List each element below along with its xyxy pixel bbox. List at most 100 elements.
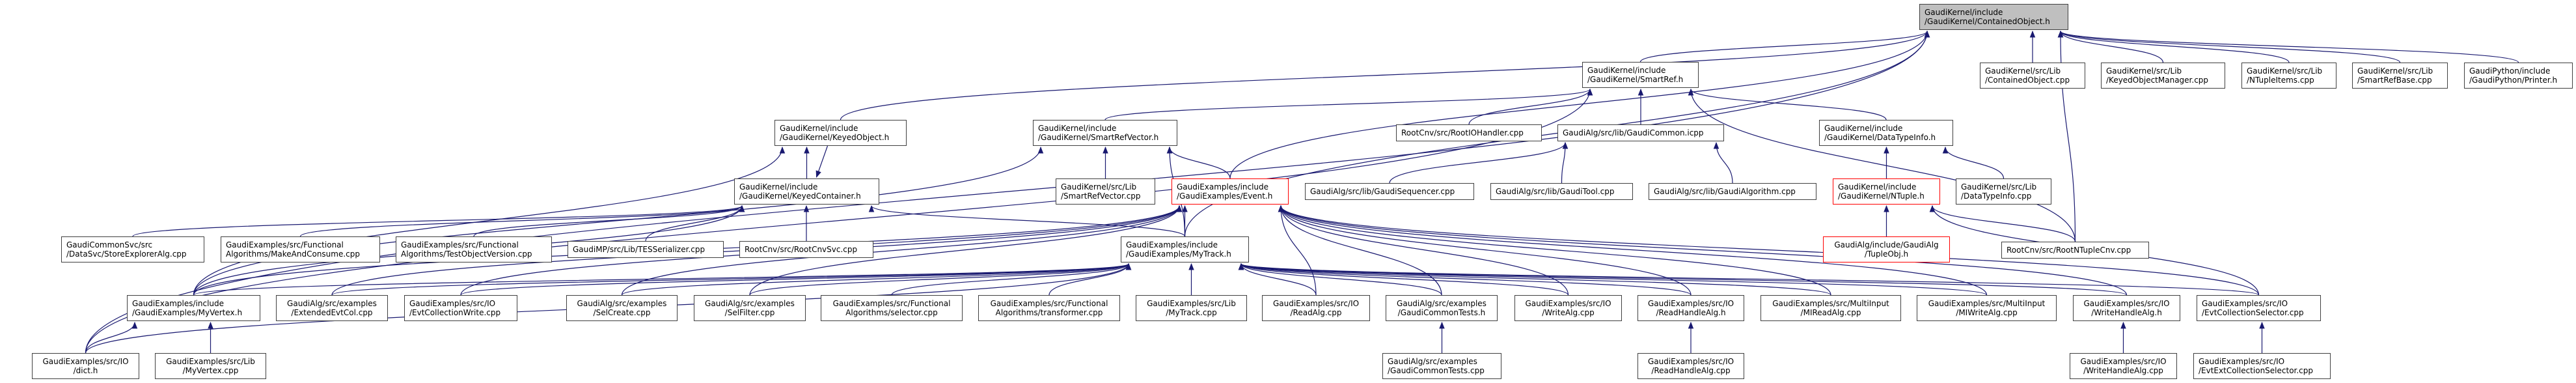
node-containedobject-h[interactable]: GaudiKernel/include/GaudiKernel/Containe… bbox=[1919, 4, 2068, 30]
node-label-line: GaudiKernel/include bbox=[1824, 124, 1903, 133]
node-gaudicommontests-h[interactable]: GaudiAlg/src/examples/GaudiCommonTests.h bbox=[1386, 295, 1498, 321]
node-mytrack-cpp[interactable]: GaudiExamples/src/Lib/MyTrack.cpp bbox=[1136, 295, 1247, 321]
node-label-line: /SmartRefVector.cpp bbox=[1061, 192, 1141, 201]
node-label-line: /GaudiKernel/NTuple.h bbox=[1838, 192, 1925, 201]
node-tesserializer-cpp[interactable]: GaudiMP/src/Lib/TESSerializer.cpp bbox=[568, 241, 724, 258]
node-label-line: GaudiAlg/src/lib/GaudiTool.cpp bbox=[1496, 187, 1615, 196]
node-writealg-cpp[interactable]: GaudiExamples/src/IO/WriteAlg.cpp bbox=[1514, 295, 1622, 321]
node-label-line: /MIWriteAlg.cpp bbox=[1956, 308, 2018, 317]
edge-keyedobjectmanager-cpp-to-containedobject-h bbox=[2057, 30, 2164, 63]
edge-rootiohandler-cpp-to-smartref-h bbox=[1468, 88, 1593, 125]
node-label-line: GaudiExamples/src/Functional bbox=[990, 299, 1108, 308]
node-label-line: /ReadHandleAlg.cpp bbox=[1651, 366, 1731, 375]
node-printer-h[interactable]: GaudiPython/include/GaudiPython/Printer.… bbox=[2464, 63, 2573, 89]
edge-smartref-h-to-containedobject-h bbox=[1639, 30, 1930, 63]
node-selcreate-cpp[interactable]: GaudiAlg/src/examples/SelCreate.cpp bbox=[566, 295, 678, 321]
node-label-line: /DataTypeInfo.cpp bbox=[1961, 192, 2032, 201]
node-smartrefvector-h[interactable]: GaudiKernel/include/GaudiKernel/SmartRef… bbox=[1033, 120, 1177, 146]
edge-rootntuplecnv-cpp-to-smartref-h bbox=[1688, 88, 2076, 242]
node-gaudicommon-icpp[interactable]: GaudiAlg/src/lib/GaudiCommon.icpp bbox=[1557, 124, 1724, 141]
node-tupleobj-h[interactable]: GaudiAlg/include/GaudiAlg/TupleObj.h bbox=[1823, 236, 1950, 262]
edge-gaudicommontests-h-to-event-h bbox=[1278, 205, 1442, 296]
node-label-line: GaudiExamples/src/IO bbox=[2080, 357, 2167, 366]
node-event-h[interactable]: GaudiExamples/include/GaudiExamples/Even… bbox=[1172, 178, 1289, 205]
node-selfilter-cpp[interactable]: GaudiAlg/src/examples/SelFilter.cpp bbox=[694, 295, 806, 321]
node-gauditool-cpp[interactable]: GaudiAlg/src/lib/GaudiTool.cpp bbox=[1490, 183, 1633, 200]
node-label-line: GaudiExamples/src/Functional bbox=[832, 299, 951, 308]
node-myvertex-h[interactable]: GaudiExamples/include/GaudiExamples/MyVe… bbox=[127, 295, 260, 321]
node-label-line: /GaudiCommonTests.h bbox=[1397, 308, 1486, 317]
node-gaudisequencer-cpp[interactable]: GaudiAlg/src/lib/GaudiSequencer.cpp bbox=[1305, 183, 1474, 200]
edge-dict-h-to-myvertex-h bbox=[85, 321, 138, 354]
node-rootcnvsvc-cpp[interactable]: RootCnv/src/RootCnvSvc.cpp bbox=[739, 241, 873, 258]
edge-myvertex-h-to-keyedobject-h bbox=[193, 146, 786, 296]
edge-selcreate-cpp-to-mytrack-h bbox=[621, 262, 1131, 296]
node-label-line: GaudiExamples/src/IO bbox=[42, 357, 129, 366]
node-label-line: GaudiExamples/include bbox=[1177, 182, 1269, 192]
node-label-line: /WriteHandleAlg.cpp bbox=[2083, 366, 2163, 375]
node-rootntuplecnv-cpp[interactable]: RootCnv/src/RootNTupleCnv.cpp bbox=[2001, 242, 2149, 259]
node-label-line: GaudiExamples/src/Lib bbox=[1147, 299, 1236, 308]
node-gaudialgorithm-cpp[interactable]: GaudiAlg/src/lib/GaudiAlgorithm.cpp bbox=[1649, 183, 1816, 200]
edge-datatypeinfo-h-to-smartref-h bbox=[1688, 88, 1887, 121]
node-evtextcollectionselector-cpp[interactable]: GaudiExamples/src/IO/EvtExtCollectionSel… bbox=[2193, 353, 2331, 379]
node-smartref-h[interactable]: GaudiKernel/include/GaudiKernel/SmartRef… bbox=[1582, 62, 1699, 88]
node-myvertex-cpp[interactable]: GaudiExamples/src/Lib/MyVertex.cpp bbox=[155, 353, 266, 379]
node-label-line: /GaudiExamples/Event.h bbox=[1177, 192, 1273, 201]
node-keyedcontainer-h[interactable]: GaudiKernel/include/GaudiKernel/KeyedCon… bbox=[734, 178, 879, 205]
node-label-line: /ContainedObject.cpp bbox=[1985, 76, 2070, 85]
node-datatypeinfo-cpp[interactable]: GaudiKernel/src/Lib/DataTypeInfo.cpp bbox=[1956, 178, 2051, 205]
edge-rootntuplecnv-cpp-to-ntuple-h bbox=[1929, 205, 2076, 242]
edge-extendedevtcol-cpp-to-mytrack-h bbox=[331, 262, 1131, 296]
edge-datatypeinfo-cpp-to-datatypeinfo-h bbox=[1942, 146, 2005, 179]
node-label-line: GaudiExamples/src/MultiInput bbox=[1928, 299, 2046, 308]
node-label-line: GaudiExamples/src/IO bbox=[1272, 299, 1360, 308]
node-datatypeinfo-h[interactable]: GaudiKernel/include/GaudiKernel/DataType… bbox=[1819, 120, 1953, 146]
node-mireadalg-cpp[interactable]: GaudiExamples/src/MultiInput/MIReadAlg.c… bbox=[1761, 295, 1901, 321]
node-label-line: /GaudiKernel/KeyedContainer.h bbox=[739, 192, 861, 201]
node-label-line: GaudiKernel/src/Lib bbox=[2357, 66, 2433, 76]
node-label-line: /MIReadAlg.cpp bbox=[1800, 308, 1861, 317]
node-label-line: GaudiExamples/src/IO bbox=[2083, 299, 2170, 308]
node-miwritealg-cpp[interactable]: GaudiExamples/src/MultiInput/MIWriteAlg.… bbox=[1917, 295, 2057, 321]
node-evtcollectionselector-cpp[interactable]: GaudiExamples/src/IO/EvtCollectionSelect… bbox=[2197, 295, 2321, 321]
node-containedobject-cpp[interactable]: GaudiKernel/src/Lib/ContainedObject.cpp bbox=[1980, 63, 2085, 89]
node-gaudicommontests-cpp[interactable]: GaudiAlg/src/examples/GaudiCommonTests.c… bbox=[1382, 353, 1501, 379]
node-label-line: /GaudiKernel/DataTypeInfo.h bbox=[1824, 133, 1936, 142]
node-writehandlealg-h[interactable]: GaudiExamples/src/IO/WriteHandleAlg.h bbox=[2073, 295, 2180, 321]
node-readhandlealg-cpp[interactable]: GaudiExamples/src/IO/ReadHandleAlg.cpp bbox=[1637, 353, 1744, 379]
node-readalg-cpp[interactable]: GaudiExamples/src/IO/ReadAlg.cpp bbox=[1262, 295, 1370, 321]
node-dict-h[interactable]: GaudiExamples/src/IO/dict.h bbox=[32, 353, 139, 379]
node-writehandlealg-cpp[interactable]: GaudiExamples/src/IO/WriteHandleAlg.cpp bbox=[2070, 353, 2177, 379]
node-readhandlealg-h[interactable]: GaudiExamples/src/IO/ReadHandleAlg.h bbox=[1637, 295, 1744, 321]
node-ntuple-h[interactable]: GaudiKernel/include/GaudiKernel/NTuple.h bbox=[1833, 178, 1940, 205]
node-label-line: /EvtCollectionSelector.cpp bbox=[2202, 308, 2304, 317]
node-label-line: GaudiKernel/src/Lib bbox=[1061, 182, 1137, 192]
edge-myvertex-h-to-mytrack-h bbox=[193, 262, 1131, 296]
edge-tesserializer-cpp-to-keyedcontainer-h bbox=[645, 205, 745, 242]
edge-selcreate-cpp-to-event-h bbox=[621, 205, 1183, 296]
edge-evtcollectionselector-cpp-to-event-h bbox=[1278, 205, 2260, 296]
node-keyedobject-h[interactable]: GaudiKernel/include/GaudiKernel/KeyedObj… bbox=[774, 120, 907, 146]
node-ntupleitems-cpp[interactable]: GaudiKernel/src/Lib/NTupleItems.cpp bbox=[2241, 63, 2336, 89]
node-smartrefvector-cpp[interactable]: GaudiKernel/src/Lib/SmartRefVector.cpp bbox=[1056, 178, 1155, 205]
node-label-line: RootCnv/src/RootCnvSvc.cpp bbox=[745, 245, 858, 254]
node-rootiohandler-cpp[interactable]: RootCnv/src/RootIOHandler.cpp bbox=[1396, 124, 1542, 141]
node-label-line: /dict.h bbox=[73, 366, 98, 375]
node-keyedobjectmanager-cpp[interactable]: GaudiKernel/src/Lib/KeyedObjectManager.c… bbox=[2101, 63, 2225, 89]
node-evtcollectionwrite-cpp[interactable]: GaudiExamples/src/IO/EvtCollectionWrite.… bbox=[404, 295, 517, 321]
node-label-line: GaudiAlg/src/examples bbox=[577, 299, 667, 308]
node-label-line: GaudiExamples/src/IO bbox=[409, 299, 496, 308]
node-smartrefbase-cpp[interactable]: GaudiKernel/src/Lib/SmartRefBase.cpp bbox=[2352, 63, 2448, 89]
node-label-line: /TupleObj.h bbox=[1864, 249, 1909, 259]
node-extendedevtcol-cpp[interactable]: GaudiAlg/src/examples/ExtendedEvtCol.cpp bbox=[276, 295, 388, 321]
node-storeexploreralg-cpp[interactable]: GaudiCommonSvc/src/DataSvc/StoreExplorer… bbox=[61, 236, 204, 262]
node-label-line: /EvtCollectionWrite.cpp bbox=[409, 308, 501, 317]
node-label-line: GaudiAlg/src/lib/GaudiCommon.icpp bbox=[1563, 128, 1704, 137]
node-mytrack-h[interactable]: GaudiExamples/include/GaudiExamples/MyTr… bbox=[1121, 236, 1249, 262]
